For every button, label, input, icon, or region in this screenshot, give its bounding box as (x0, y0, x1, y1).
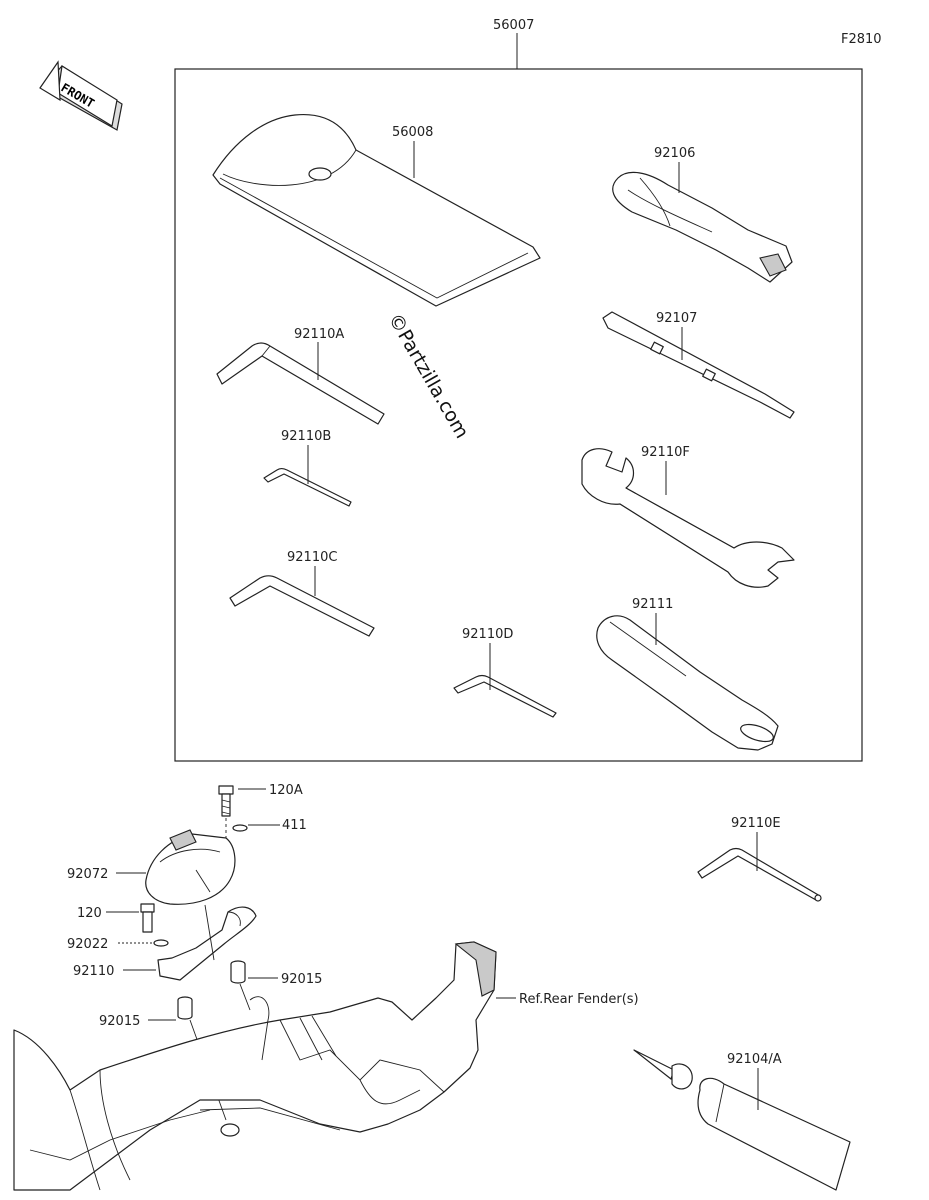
label-case: 92072 (67, 867, 108, 882)
tool-pouch (212, 113, 541, 307)
collar-right (230, 960, 246, 984)
screwdriver-handle (612, 171, 793, 283)
label-bolt: 120 (77, 906, 102, 921)
label-wrench-b: 92110B (281, 429, 331, 444)
label-wrench-a: 92110A (294, 327, 344, 342)
bolt-120a (218, 785, 234, 817)
label-ref-fender: Ref.Rear Fender(s) (519, 992, 639, 1007)
tool-kit-box (174, 68, 863, 762)
bolt-120 (140, 903, 155, 933)
label-collar-right: 92015 (281, 972, 322, 987)
washer-92022 (153, 939, 169, 947)
hex-wrench-b (263, 467, 352, 507)
label-screwdriver-bit: 92107 (656, 311, 697, 326)
label-kit: 56007 (493, 18, 534, 33)
label-pouch: 56008 (392, 125, 433, 140)
tool-case (145, 829, 236, 905)
label-washer-411: 411 (282, 818, 307, 833)
hex-wrench-d (453, 674, 557, 718)
bracket-92110 (157, 906, 257, 981)
figure-code: F2810 (841, 32, 882, 47)
screwdriver-bit (602, 311, 795, 419)
hex-wrench-e (697, 847, 822, 902)
collar-left (177, 996, 193, 1020)
front-arrow-icon: FRONT (39, 60, 123, 131)
label-bracket: 92110 (73, 964, 114, 979)
label-wrench-c: 92110C (287, 550, 337, 565)
label-bolt-a: 120A (269, 783, 303, 798)
watermark: ©Partzilla.com (384, 310, 473, 443)
label-lever: 92111 (632, 597, 673, 612)
label-grease: 92104/A (727, 1052, 782, 1067)
washer-411 (232, 824, 248, 832)
tire-lever (596, 615, 779, 751)
label-collar-left: 92015 (99, 1014, 140, 1029)
label-washer: 92022 (67, 937, 108, 952)
hex-wrench-c (229, 575, 375, 637)
label-spanner: 92110F (641, 445, 690, 460)
spanner-wrench (581, 448, 795, 588)
label-wrench-d: 92110D (462, 627, 513, 642)
hex-wrench-a (216, 342, 385, 425)
label-wrench-e: 92110E (731, 816, 781, 831)
rear-fender (13, 941, 497, 1191)
label-screwdriver-handle: 92106 (654, 146, 695, 161)
grease-tube (633, 1049, 851, 1191)
